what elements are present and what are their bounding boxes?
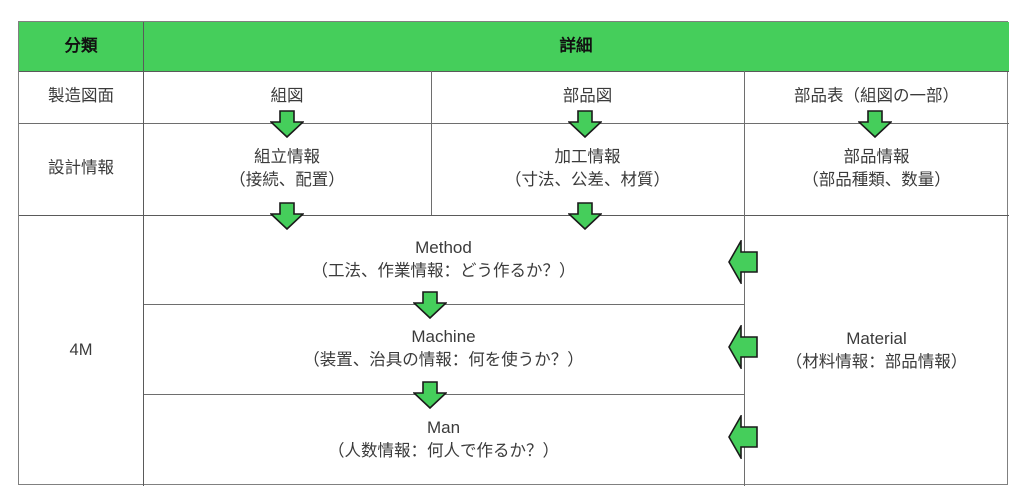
- cell-man-title: Man: [426, 418, 461, 438]
- header-cell-category: 分類: [19, 22, 143, 71]
- header-cell-detail: 詳細: [143, 22, 1009, 71]
- rule-machine-man: [143, 394, 744, 395]
- cell-machine-title: Machine: [411, 327, 476, 347]
- cell-material-detail: （材料情報：部品情報）: [785, 352, 968, 371]
- cell-man-detail: （人数情報：何人で作るか？）: [328, 442, 559, 461]
- cell-machine-detail: （装置、治具の情報：何を使うか？）: [303, 351, 584, 370]
- cell-part-information: 部品情報 （部品種類、数量）: [802, 147, 951, 189]
- rule-below-row2: [19, 215, 1009, 216]
- rule-col-a-b: [431, 71, 432, 215]
- row-label-design-information: 設計情報: [48, 159, 114, 178]
- cell-assembly-drawing: 組図: [270, 87, 304, 106]
- cell-method-title: Method: [415, 237, 472, 257]
- rule-method-machine: [143, 304, 744, 305]
- cell-part-drawing: 部品図: [562, 87, 613, 106]
- cell-assembly-information: 組立情報 （接続、配置）: [229, 147, 345, 189]
- rule-col-b-c: [744, 71, 745, 486]
- four-m-table: 分類 詳細 製造図面 組図 部品図 部品表（組図の一部） 設計情報 組立情報 （…: [18, 21, 1009, 486]
- cell-man: Man （人数情報：何人で作るか？）: [143, 394, 744, 486]
- cell-machine: Machine （装置、治具の情報：何を使うか？）: [143, 304, 744, 394]
- cell-method: Method （工法、作業情報：どう作るか？）: [143, 215, 744, 304]
- rule-below-header: [19, 71, 1009, 72]
- row-label-four-m: 4M: [69, 340, 93, 359]
- cell-method-detail: （工法、作業情報：どう作るか？）: [311, 261, 576, 280]
- cell-material: Material （材料情報：部品情報）: [744, 215, 1009, 486]
- row-label-manufacturing-drawing: 製造図面: [48, 87, 114, 106]
- cell-material-title: Material: [846, 328, 907, 348]
- cell-machining-information: 加工情報 （寸法、公差、材質）: [505, 147, 670, 189]
- cell-parts-list: 部品表（組図の一部）: [794, 87, 959, 106]
- rule-col-category: [143, 22, 144, 486]
- rule-below-row1: [19, 123, 1009, 124]
